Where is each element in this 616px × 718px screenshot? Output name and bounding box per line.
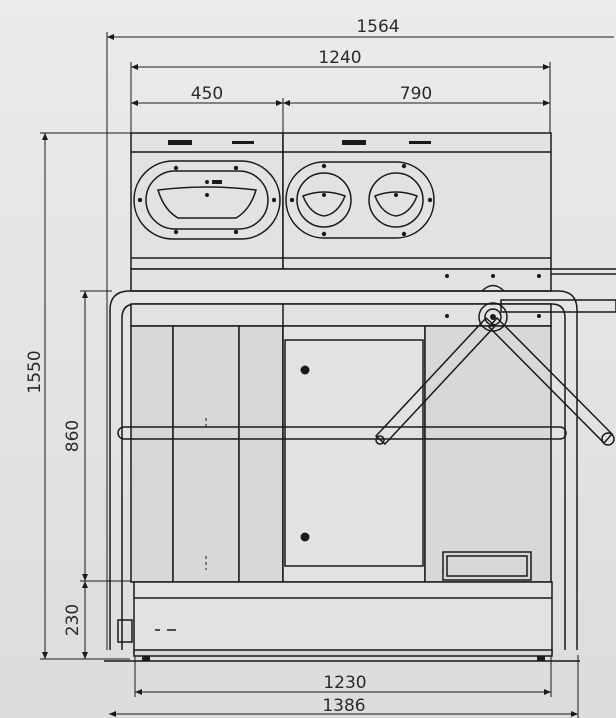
dim-label-860: 860 [63,420,83,452]
label-plate-right [409,141,431,144]
foot-left [142,656,150,661]
vent-slot-left [168,140,192,145]
dimension-base-width: 1230 [134,655,552,697]
base-plinth [104,581,580,662]
dimension-overall-width: 1564 [106,17,614,650]
tripod-arms [374,284,616,446]
left-basin [133,160,281,240]
dimension-left-section: 450 [131,84,284,135]
mid-band [130,268,616,292]
dim-label-450: 450 [191,84,223,104]
dim-label-1386: 1386 [322,696,365,716]
upper-housing [130,132,552,270]
dimension-right-section: 790 [283,84,550,106]
dimension-inner-width: 1240 [130,48,551,135]
dim-label-1230: 1230 [323,673,366,693]
dimension-bottom-width: 1386 [109,655,579,718]
right-basin [285,161,435,239]
door-lock-bottom [300,532,310,542]
dim-label-1564: 1564 [356,17,399,37]
dimension-total-height: 1550 [25,132,132,660]
dim-label-1240: 1240 [318,48,361,68]
foot-right [537,656,545,661]
label-plate-left [232,141,254,144]
dim-label-790: 790 [400,84,432,104]
turnstile-hub [478,302,508,332]
dimension-base-height: 230 [63,581,88,659]
dimension-rail-height: 860 [63,290,132,582]
door-lock-top [300,365,310,375]
dim-label-230: 230 [63,604,83,636]
vent-slot-right [342,140,366,145]
dim-label-1550: 1550 [25,350,45,393]
